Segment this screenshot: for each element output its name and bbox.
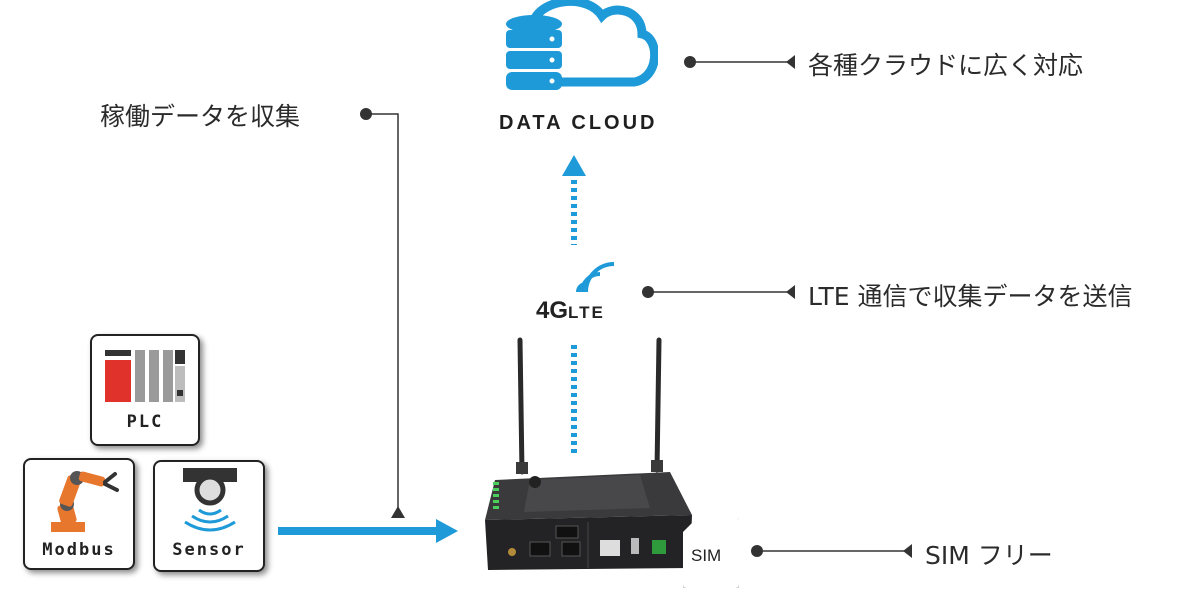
- sensor-card: Sensor: [153, 460, 265, 572]
- data-cloud-icon: [506, 0, 658, 90]
- callout-cloud: 各種クラウドに広く対応: [808, 51, 1084, 80]
- lte-router-device: [485, 337, 692, 570]
- sim-callout-line: [751, 544, 912, 558]
- status-leds: [493, 482, 499, 509]
- modbus-card: Modbus: [23, 458, 135, 570]
- callout-lte: LTE 通信で収集データを送信: [808, 282, 1133, 311]
- sensor-icon: [183, 468, 237, 532]
- sim-card: SIM: [683, 518, 739, 588]
- device-ports: [508, 525, 666, 557]
- collect-callout-line: [360, 108, 405, 518]
- robot-arm-icon: [51, 471, 119, 532]
- antenna-right: [651, 337, 663, 473]
- sim-card-label: SIM: [691, 546, 722, 565]
- cloud-title: DATA CLOUD: [499, 112, 658, 134]
- database-icon: [506, 15, 562, 90]
- modbus-label: Modbus: [42, 540, 116, 560]
- plc-card: PLC: [90, 334, 200, 446]
- label-4g: 4G: [536, 297, 569, 324]
- antenna-left: [516, 337, 528, 475]
- callout-sim: SIM フリー: [925, 541, 1053, 570]
- plc-label: PLC: [126, 412, 164, 432]
- label-lte: LTE: [568, 303, 605, 322]
- plc-icon: [105, 350, 185, 402]
- uplink-arrow: [562, 155, 586, 245]
- cloud-callout-line: [684, 55, 795, 69]
- input-arrow: [278, 519, 458, 543]
- callout-collect: 稼働データを収集: [100, 102, 301, 131]
- sensor-label: Sensor: [172, 540, 246, 560]
- lte-label: 4GLTE: [536, 297, 605, 325]
- signal-waves-icon: [576, 262, 615, 293]
- lte-callout-line: [642, 285, 795, 299]
